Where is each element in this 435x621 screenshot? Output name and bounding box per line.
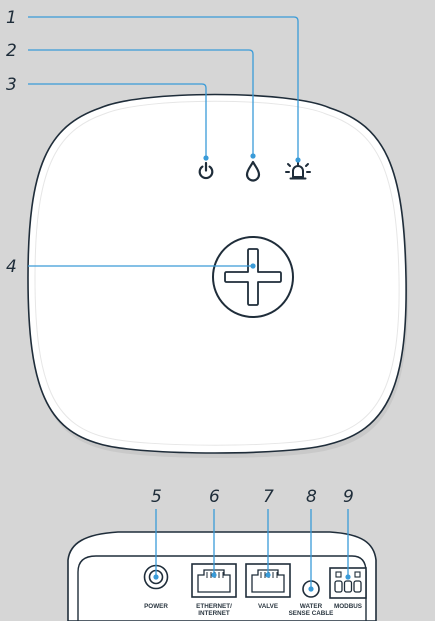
leader-line-3 [28, 83, 209, 161]
callout-number-5: 5 [151, 487, 162, 507]
port-label-ethernet-line2: INTERNET [198, 610, 230, 617]
power-icon [198, 161, 214, 180]
port-label-water-line2: SENSE CABLE [289, 610, 334, 617]
leader-line-7 [265, 509, 271, 578]
port-label-valve: VALVE [258, 603, 278, 610]
port-label-water-line1: WATER [300, 603, 323, 610]
leader-line-1 [28, 16, 301, 163]
callout-number-8: 8 [306, 487, 317, 507]
callout-number-4: 4 [6, 257, 17, 277]
leader-line-8 [308, 509, 314, 592]
device-back-panel [77, 555, 367, 621]
port-label-modbus: MODBUS [334, 603, 362, 610]
leader-line-5 [153, 509, 159, 580]
leader-line-4 [28, 263, 256, 269]
callout-number-3: 3 [6, 75, 17, 95]
callout-number-1: 1 [6, 8, 17, 28]
alarm-bell-icon [285, 161, 311, 180]
callout-number-7: 7 [263, 487, 274, 507]
port-label-ethernet-line1: ETHERNET/ [196, 603, 232, 610]
device-top-inner-edge [34, 100, 400, 446]
callout-number-2: 2 [6, 41, 17, 61]
leader-line-2 [28, 49, 256, 159]
water-drop-icon [245, 160, 261, 182]
callout-number-9: 9 [343, 487, 354, 507]
leader-line-6 [211, 509, 217, 578]
callout-number-6: 6 [209, 487, 220, 507]
valve-port[interactable] [245, 563, 291, 598]
plus-button-icon[interactable] [212, 236, 294, 318]
leader-line-9 [345, 509, 351, 580]
port-label-power: POWER [144, 603, 168, 610]
